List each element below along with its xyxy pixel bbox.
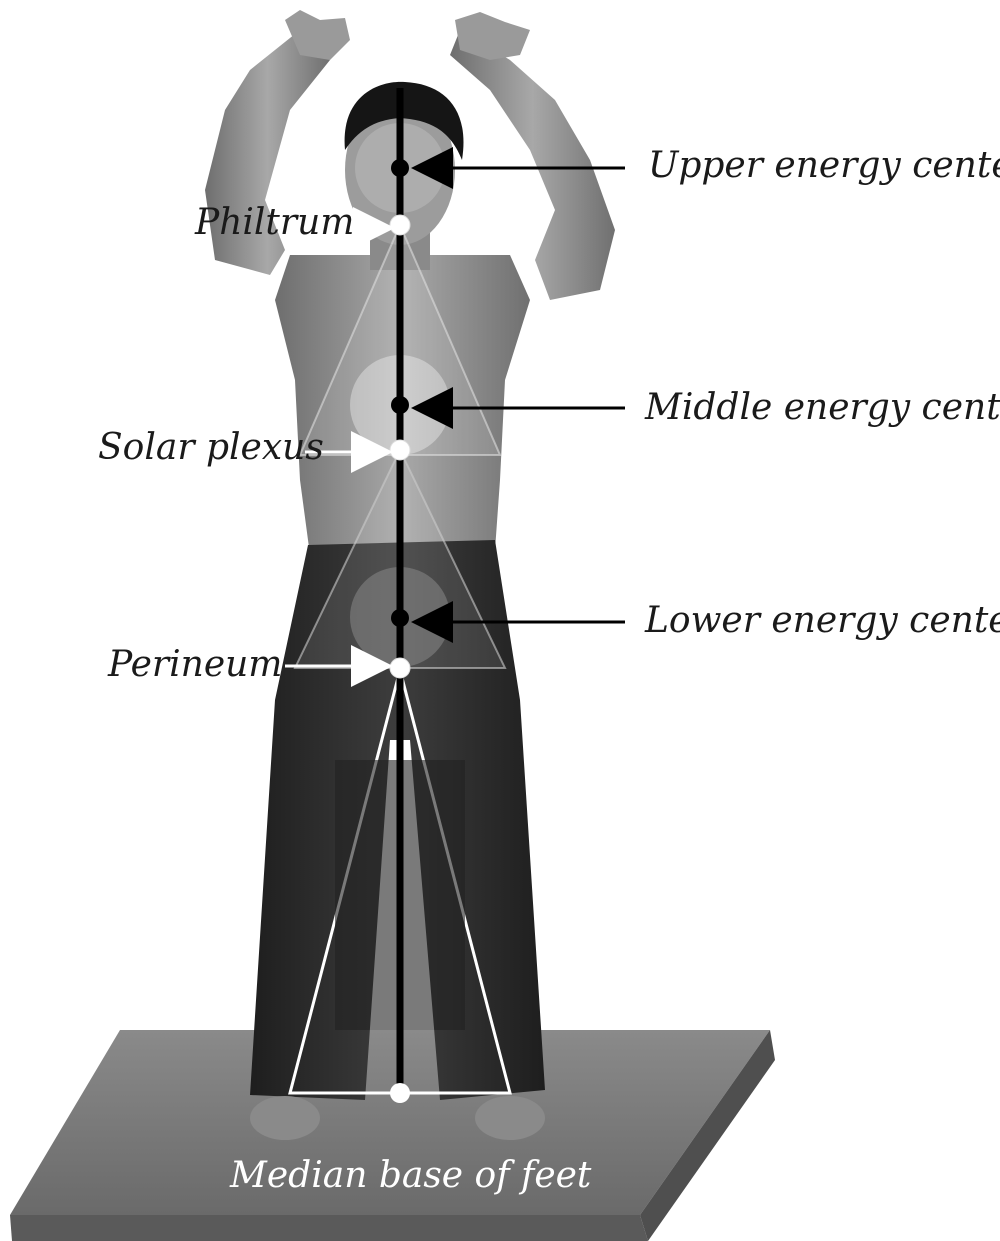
philtrum-label: Philtrum <box>195 205 354 241</box>
lower-energy-center-label: Lower energy center <box>645 603 1000 639</box>
philtrum-point <box>390 215 410 235</box>
middle-energy-point <box>391 396 409 414</box>
left-foot <box>250 1096 320 1140</box>
lower-energy-point <box>391 609 409 627</box>
solar-plexus-point <box>390 440 410 460</box>
upper-energy-center-label: Upper energy center <box>648 148 1000 184</box>
middle-energy-center-label: Middle energy center <box>645 390 1000 426</box>
floor-mat <box>10 1030 775 1241</box>
median-base-point <box>390 1083 410 1103</box>
right-foot <box>475 1096 545 1140</box>
upper-energy-point <box>391 159 409 177</box>
perineum-label: Perineum <box>108 647 282 683</box>
perineum-point <box>390 658 410 678</box>
median-base-of-feet-label: Median base of feet <box>230 1158 591 1194</box>
solar-plexus-label: Solar plexus <box>98 430 324 466</box>
